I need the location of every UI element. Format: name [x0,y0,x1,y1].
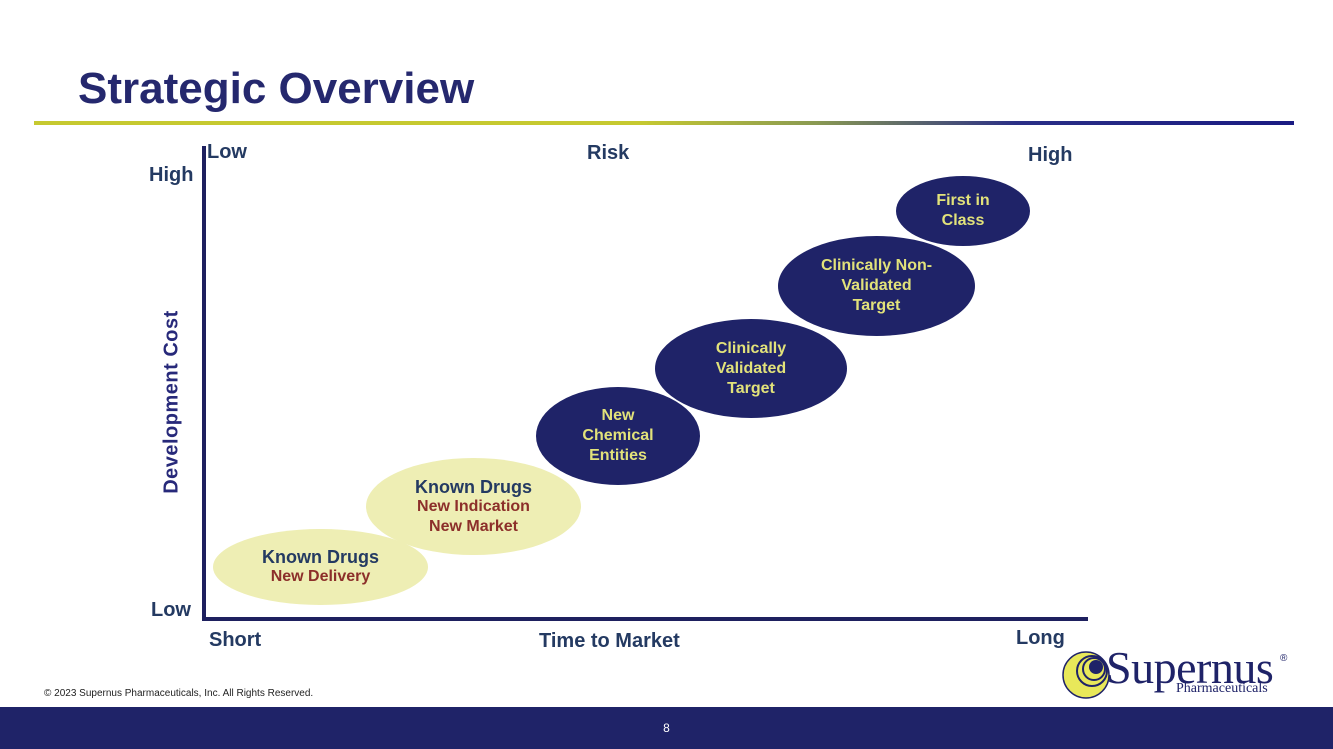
bubble-line: New [601,407,635,424]
page-title: Strategic Overview [78,64,475,113]
bubble-line: Target [852,297,901,314]
bubble-clinically-validated-target: Clinically Validated Target [655,319,847,418]
copyright-notice: © 2023 Supernus Pharmaceuticals, Inc. Al… [44,688,314,699]
logo-name: Supernus [1106,642,1274,693]
title-divider [34,121,1294,125]
bubble-known-drugs-new-indication: Known Drugs New Indication New Market [366,458,581,555]
risk-axis-title: Risk [587,142,630,164]
bubble-known-drugs-new-delivery: Known Drugs New Delivery [213,529,428,605]
cost-axis-title: Development Cost [160,310,183,494]
risk-low-label: Low [207,141,247,163]
bubble-line: Validated [715,359,787,377]
logo-subtitle: Pharmaceuticals [1176,681,1268,696]
bubble-line: Validated [841,277,912,294]
page-number: 8 [663,721,670,735]
cost-high-label: High [149,164,194,186]
bubble-line: New Indication [417,497,530,515]
x-axis-line [202,617,1088,621]
y-axis-line [202,146,206,621]
bubble-line: New Market [429,517,518,535]
bubble-clinically-non-validated-target: Clinically Non- Validated Target [778,236,975,336]
bubble-line: Entities [589,447,647,464]
supernus-logo: Supernus ® Pharmaceuticals [1062,642,1302,701]
bubble-line: Clinically [715,339,787,357]
bubble-line: Class [941,212,985,229]
bubble-line: Known Drugs [415,476,532,497]
time-axis-title: Time to Market [539,630,680,652]
bubble-first-in-class: First in Class [896,176,1030,246]
bubble-line: Target [727,379,775,397]
footer-bar: 8 [0,707,1333,749]
bubble-line: New Delivery [270,568,371,585]
bubble-line: Clinically Non- [820,257,933,274]
cost-low-label: Low [151,599,191,621]
time-long-label: Long [1016,627,1065,649]
bubble-line: Known Drugs [262,547,379,567]
bubble-new-chemical-entities: New Chemical Entities [536,387,700,485]
logo-registered-mark: ® [1280,653,1288,664]
bubble-line: Chemical [582,427,654,444]
logo-mark-icon [1062,651,1110,699]
risk-high-label: High [1028,144,1073,166]
time-short-label: Short [209,629,262,651]
bubble-line: First in [936,192,990,209]
